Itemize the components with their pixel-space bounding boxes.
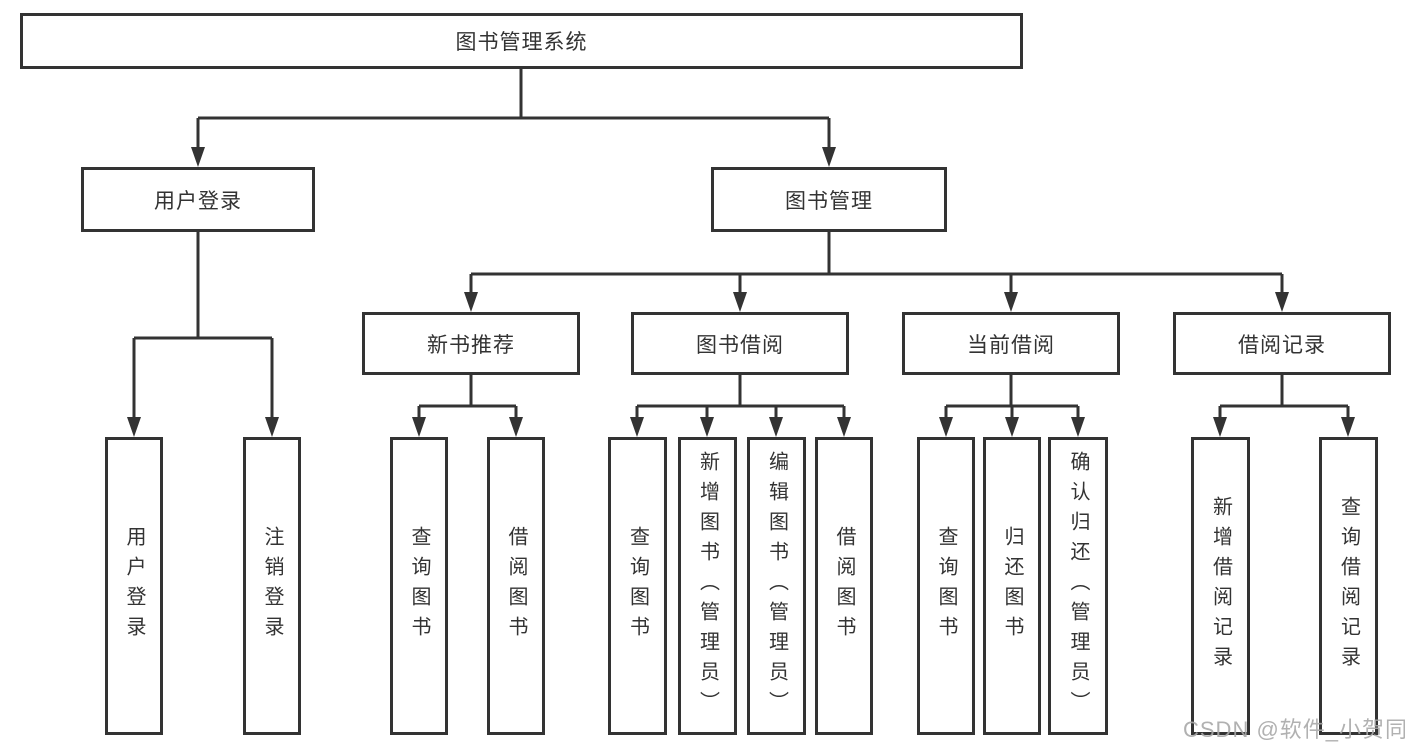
node-new-book-recommendation: 新书推荐 bbox=[362, 312, 580, 375]
node-borrowing-records: 借阅记录 bbox=[1173, 312, 1391, 375]
leaf-user-login: 用户登录 bbox=[105, 437, 163, 735]
leaf-query-books-borrowing: 查询图书 bbox=[608, 437, 667, 735]
leaf-query-books-recommend: 查询图书 bbox=[390, 437, 448, 735]
leaf-add-book-admin: 新增图书（管理员） bbox=[678, 437, 737, 735]
leaf-add-borrow-record: 新增借阅记录 bbox=[1191, 437, 1250, 735]
leaf-edit-book-admin: 编辑图书（管理员） bbox=[747, 437, 806, 735]
node-book-borrowing: 图书借阅 bbox=[631, 312, 849, 375]
leaf-query-books-current: 查询图书 bbox=[917, 437, 975, 735]
leaf-logout: 注销登录 bbox=[243, 437, 301, 735]
node-current-borrowing: 当前借阅 bbox=[902, 312, 1120, 375]
leaf-confirm-return-admin: 确认归还（管理员） bbox=[1048, 437, 1108, 735]
node-book-management: 图书管理 bbox=[711, 167, 947, 232]
csdn-watermark: CSDN @软件_小贺同学 bbox=[1183, 717, 1405, 742]
leaf-borrow-books-recommend: 借阅图书 bbox=[487, 437, 545, 735]
node-library-management-system: 图书管理系统 bbox=[20, 13, 1023, 69]
leaf-return-book: 归还图书 bbox=[983, 437, 1041, 735]
leaf-query-borrow-record: 查询借阅记录 bbox=[1319, 437, 1378, 735]
leaf-borrow-books-borrowing: 借阅图书 bbox=[815, 437, 873, 735]
node-user-login: 用户登录 bbox=[81, 167, 315, 232]
